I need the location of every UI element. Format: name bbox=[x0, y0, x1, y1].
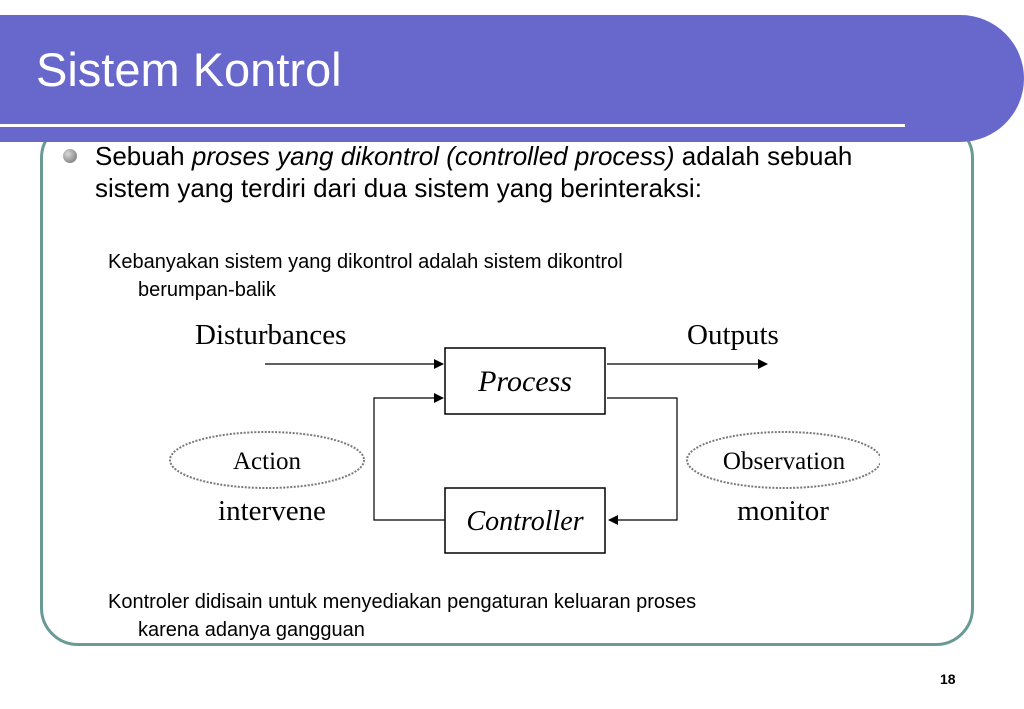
observation-label: Observation bbox=[723, 448, 846, 475]
page-number: 18 bbox=[940, 671, 956, 687]
slide-title: Sistem Kontrol bbox=[36, 43, 342, 96]
observation-ellipse bbox=[686, 431, 880, 489]
controller-label: Controller bbox=[466, 506, 583, 537]
action-ellipse bbox=[169, 431, 365, 489]
sub-point-1: Kebanyakan sistem yang dikontrol adalah … bbox=[108, 248, 898, 304]
control-loop-diagram: Disturbances Outputs Process Controller … bbox=[169, 319, 880, 554]
main-bullet: Sebuah proses yang dikontrol (controlled… bbox=[95, 140, 925, 204]
action-label: Action bbox=[233, 448, 302, 475]
process-label: Process bbox=[477, 365, 572, 398]
sub-point-1-line2: berumpan-balik bbox=[138, 279, 276, 301]
sub-point-2: Kontroler didisain untuk menyediakan pen… bbox=[108, 588, 898, 644]
sub-point-2-line1: Kontroler didisain untuk menyediakan pen… bbox=[108, 591, 697, 613]
disturbances-label: Disturbances bbox=[195, 319, 346, 351]
bullet-suffix: adalah sebuah sistem yang terdiri dari d… bbox=[95, 141, 853, 203]
intervene-label: intervene bbox=[218, 495, 326, 527]
bullet-prefix: Sebuah bbox=[95, 141, 192, 171]
controller-box bbox=[444, 487, 606, 554]
sub-point-1-line1: Kebanyakan sistem yang dikontrol adalah … bbox=[108, 251, 623, 273]
bullet-dot-icon bbox=[63, 149, 77, 163]
outputs-label: Outputs bbox=[687, 319, 779, 351]
feedback-path bbox=[607, 397, 678, 525]
sub-point-2-line2: karena adanya gangguan bbox=[138, 619, 365, 641]
title-band bbox=[0, 15, 1024, 142]
bullet-emphasis: proses yang dikontrol (controlled proces… bbox=[191, 141, 675, 171]
title-underline bbox=[0, 124, 905, 127]
control-action-path bbox=[373, 393, 445, 521]
monitor-label: monitor bbox=[737, 495, 829, 527]
process-box bbox=[444, 347, 606, 415]
